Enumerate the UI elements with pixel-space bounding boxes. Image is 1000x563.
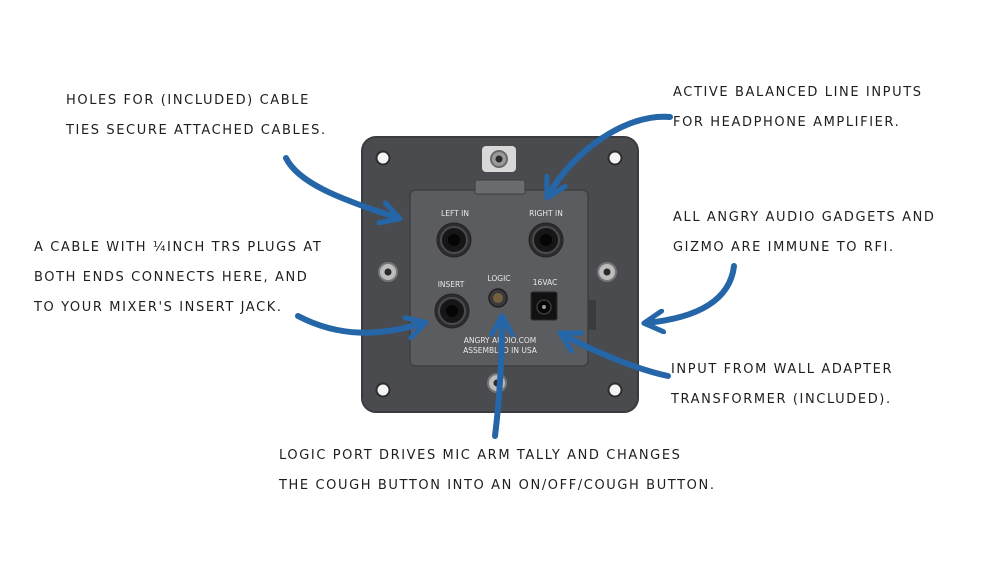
left-in-jack [436, 222, 472, 258]
arrow-cable-ties [283, 155, 398, 218]
enclosure-tab [474, 179, 526, 195]
arrow-wall-adapter [562, 334, 671, 379]
label-insert: INSERT [438, 280, 465, 289]
arrow-line-inputs [548, 113, 673, 196]
note-line-inputs: Active balanced line inputs for headphon… [673, 78, 923, 138]
note-insert-cable-line-2: both ends connects here, and [34, 270, 309, 285]
plate-hole-bottom-left [375, 382, 391, 398]
note-logic-port-line-1: Logic port drives mic arm tally and chan… [279, 448, 682, 463]
label-left-in: LEFT IN [441, 209, 469, 218]
label-right-in: RIGHT IN [529, 209, 563, 218]
power-jack-16vac [530, 291, 558, 321]
note-rfi-line-2: gizmo are immune to RFI. [673, 240, 895, 255]
label-power: 16VAC [533, 278, 557, 287]
plate-hole-bottom-right [607, 382, 623, 398]
arrow-logic-port [495, 318, 502, 439]
cable-tie-hole-left [378, 262, 398, 282]
arrow-rfi [646, 263, 737, 323]
note-insert-cable-line-1: A cable with ¼inch TRS plugs at [34, 240, 323, 255]
note-cable-ties-line-1: Holes for (included) cable [66, 93, 310, 108]
label-logic: LOGIC [487, 274, 510, 283]
plate-hole-top-right [607, 150, 623, 166]
cable-tie-hole-right [597, 262, 617, 282]
right-in-jack [528, 222, 564, 258]
note-wall-adapter: Input from wall adapter transformer (inc… [671, 355, 893, 415]
note-logic-port: Logic port drives mic arm tally and chan… [279, 441, 716, 501]
cable-tie-hole-top [482, 146, 516, 172]
note-wall-adapter-line-1: Input from wall adapter [671, 362, 894, 377]
note-rfi-line-1: All Angry Audio gadgets and [673, 210, 936, 225]
note-wall-adapter-line-2: transformer (included). [671, 392, 892, 407]
note-cable-ties-line-2: ties secure attached cables. [66, 123, 327, 138]
arrow-insert-cable [295, 313, 424, 333]
note-insert-cable: A cable with ¼inch TRS plugs at both end… [34, 233, 322, 323]
note-logic-port-line-2: the cough button into an on/off/cough bu… [279, 478, 716, 493]
plate-hole-top-left [375, 150, 391, 166]
note-insert-cable-line-3: to your mixer's insert jack. [34, 300, 283, 315]
note-rfi: All Angry Audio gadgets and gizmo are im… [673, 203, 936, 263]
insert-jack [434, 293, 470, 329]
note-line-inputs-line-1: Active balanced line inputs [673, 85, 923, 100]
logic-port [488, 288, 508, 308]
note-cable-ties: Holes for (included) cable ties secure a… [66, 86, 327, 146]
side-connector [588, 300, 596, 330]
note-line-inputs-line-2: for headphone amplifier. [673, 115, 901, 130]
